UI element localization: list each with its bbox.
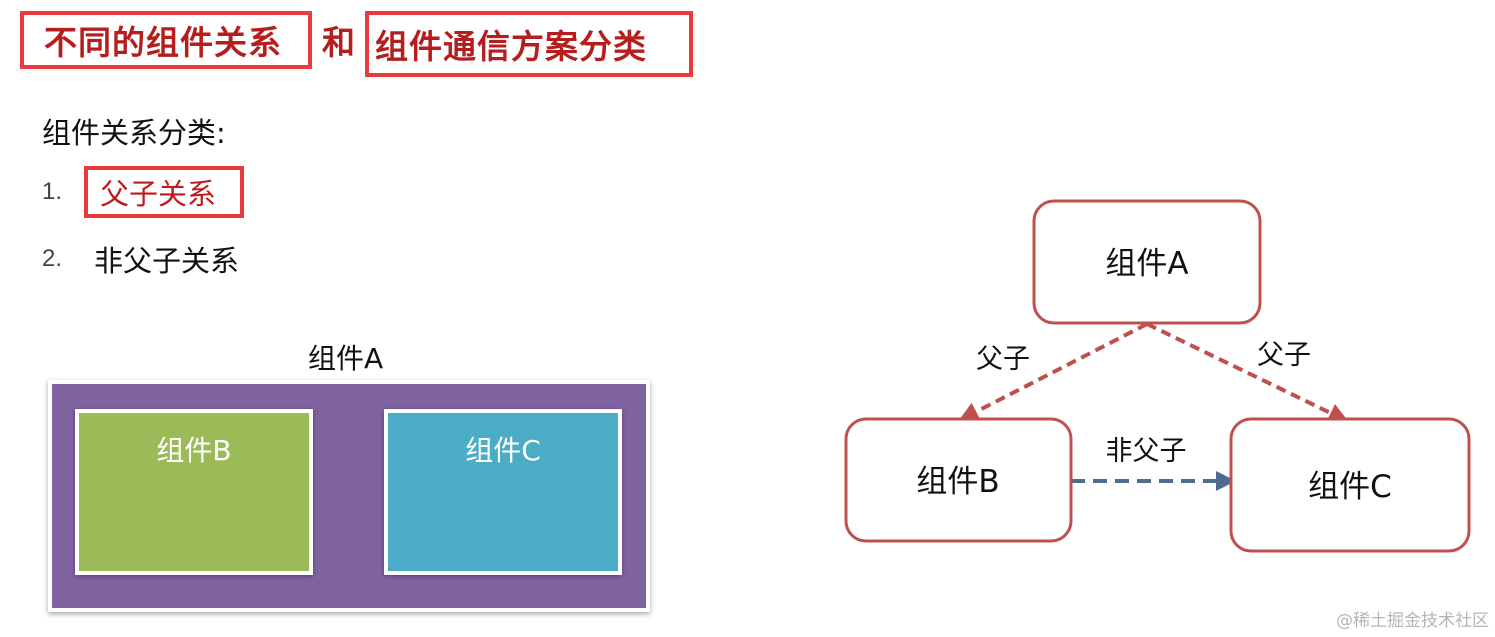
nested-component-c: 组件C: [384, 409, 622, 575]
list-label-non-parent-child: 非父子关系: [94, 244, 240, 278]
page-title: 不同的组件关系 和 组件通信方案分类: [20, 8, 693, 77]
list-item: 1. 父子关系: [42, 166, 244, 218]
title-highlight-box-1: 不同的组件关系: [20, 11, 312, 69]
nested-component-c-label: 组件C: [465, 434, 541, 467]
title-part-1: 不同的组件关系: [44, 23, 282, 62]
watermark: @稀土掘金技术社区: [1336, 611, 1489, 631]
edge-ab-label: 父子: [976, 344, 1030, 375]
node-component-a: [1032, 199, 1262, 325]
edge-ac-label: 父子: [1257, 340, 1311, 371]
title-join-word: 和: [322, 23, 355, 62]
section-heading: 组件关系分类:: [42, 116, 226, 150]
node-b-label: 组件B: [916, 464, 999, 500]
node-c-label: 组件C: [1308, 469, 1392, 505]
list-label-parent-child: 父子关系: [100, 177, 217, 211]
title-part-2: 组件通信方案分类: [375, 27, 647, 66]
list-number: 1.: [42, 178, 63, 205]
title-highlight-box-2: 组件通信方案分类: [365, 11, 693, 77]
nested-component-b: 组件B: [75, 409, 313, 575]
edge-a-to-c: [1146, 322, 1349, 423]
nested-outer-label: 组件A: [308, 342, 384, 375]
nested-component-b-label: 组件B: [156, 434, 232, 467]
list-highlight-box: 父子关系: [84, 166, 244, 218]
nested-component-a: 组件B 组件C: [48, 380, 650, 612]
node-a-label: 组件A: [1105, 246, 1188, 282]
node-component-b: [844, 417, 1073, 543]
edge-a-to-b: [958, 322, 1148, 421]
list-item: 2. 非父子关系: [42, 238, 239, 280]
node-component-c: [1229, 417, 1471, 553]
edge-bc-label: 非父子: [1106, 436, 1187, 467]
list-number: 2.: [42, 245, 63, 272]
